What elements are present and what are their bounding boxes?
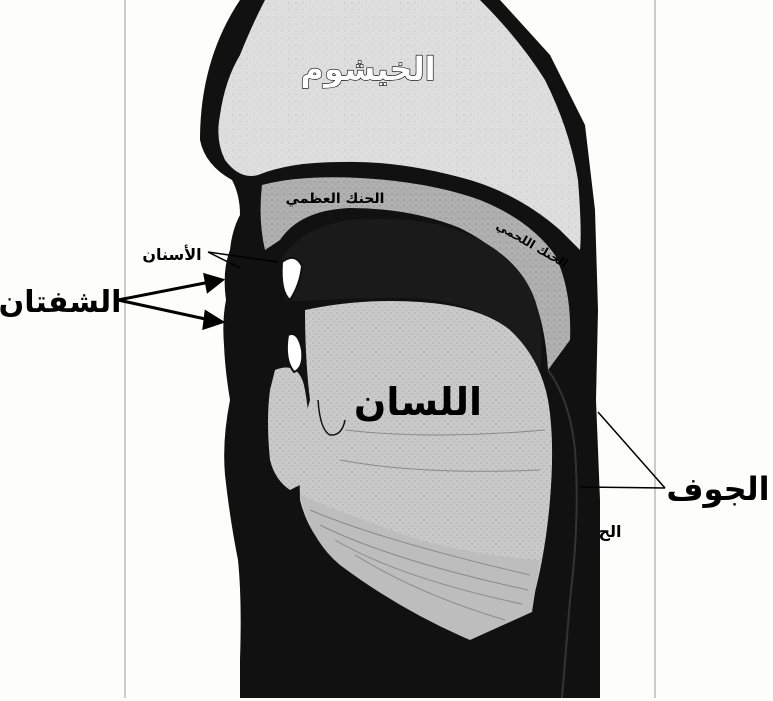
partial-label: الح xyxy=(598,522,621,541)
lips-arrow-upper xyxy=(118,282,210,300)
nasal-cavity-label: الخيشوم xyxy=(300,50,435,88)
cavity-label: الجوف xyxy=(666,470,769,508)
teeth-label: الأسنان xyxy=(142,245,201,264)
tongue-label: اللسان xyxy=(354,380,482,424)
lips-arrowhead-lower xyxy=(204,312,222,328)
lips-arrow-lower xyxy=(118,300,210,320)
lips-arrowhead-upper xyxy=(205,275,222,291)
lips-label: الشفتان xyxy=(0,285,121,320)
lips-arrows xyxy=(118,275,222,328)
cavity-pointer-line-2 xyxy=(580,487,665,488)
hard-palate-label: الحنك العظمي xyxy=(286,191,385,207)
